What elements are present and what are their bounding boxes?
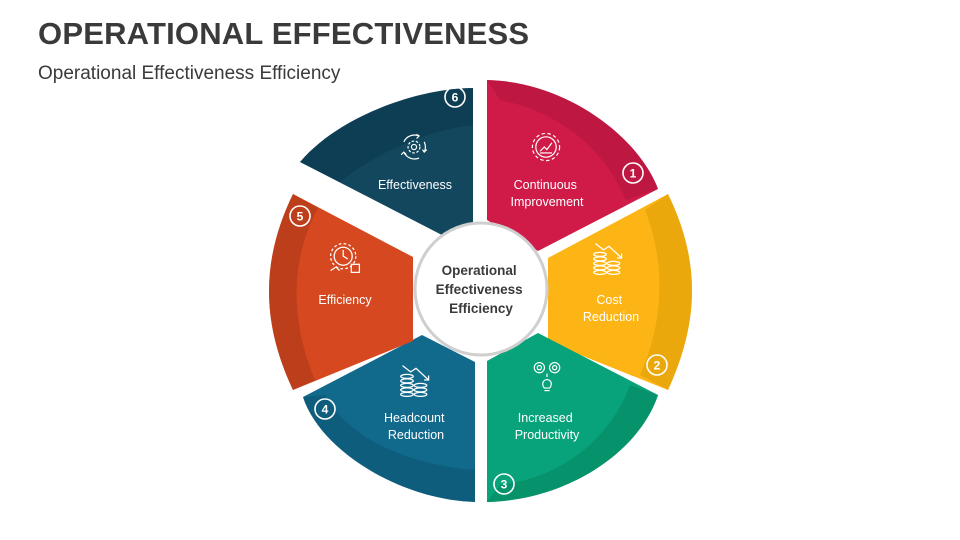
number-badge — [493, 473, 515, 495]
segment-efficiency: Efficiency 5 — [268, 194, 413, 390]
segment-label: Continuous Improvement — [511, 178, 584, 209]
number-label: 5 — [297, 210, 304, 224]
number-badge — [622, 162, 644, 184]
segment-label: Efficiency — [318, 293, 372, 307]
segment-effectiveness: Effectiveness 6 — [300, 86, 473, 251]
number-label: 1 — [630, 167, 637, 181]
segment-continuous-improvement: Continuous Improvement 1 — [487, 80, 658, 251]
segment-headcount-reduction: Headcount Reduction 4 — [303, 335, 475, 502]
segment-cost-reduction: Cost Reduction 2 — [548, 194, 692, 390]
number-badge — [314, 398, 336, 420]
center-hub: Operational Effectiveness Efficiency — [413, 221, 549, 357]
page-subtitle: Operational Effectiveness Efficiency — [38, 63, 341, 84]
segment-label: Increased Productivity — [515, 411, 580, 442]
page-title: OPERATIONAL EFFECTIVENESS — [38, 16, 530, 51]
number-label: 2 — [654, 359, 661, 373]
number-badge — [289, 205, 311, 227]
number-label: 4 — [322, 403, 329, 417]
number-badge — [646, 354, 668, 376]
number-badge — [444, 86, 466, 108]
number-label: 6 — [452, 91, 459, 105]
segment-increased-productivity: Increased Productivity 3 — [487, 333, 658, 502]
segment-label: Headcount Reduction — [384, 411, 448, 442]
segment-label: Effectiveness — [378, 178, 452, 192]
segment-label: Cost Reduction — [583, 293, 639, 324]
number-label: 3 — [501, 478, 508, 492]
center-label: Operational Effectiveness Efficiency — [436, 263, 527, 316]
